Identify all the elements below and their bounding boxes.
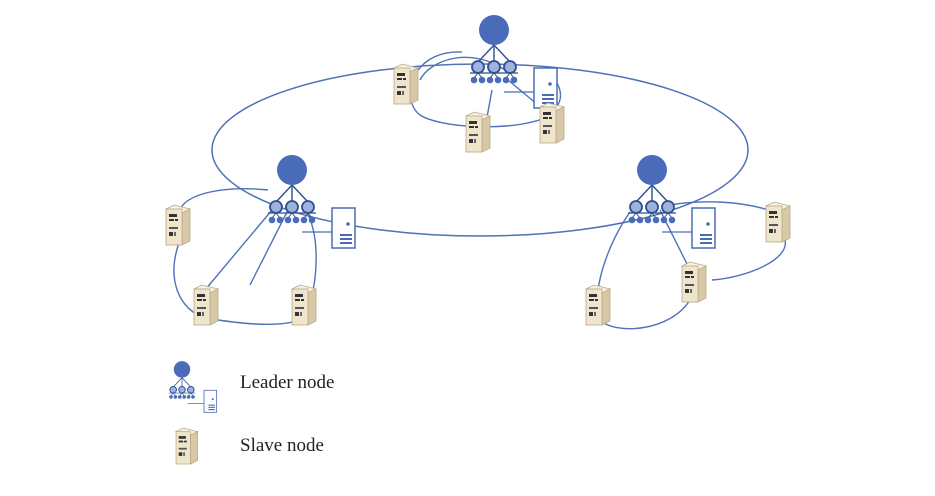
legend: [168, 360, 218, 465]
slave-node-left-1: [165, 204, 191, 246]
leader-node-icon: [168, 360, 218, 413]
slave-node-icon: [175, 427, 199, 465]
slave-node-right-2: [681, 261, 707, 303]
leader-node-top: [469, 14, 558, 109]
legend-slave-label: Slave node: [240, 435, 324, 456]
slave-node-top-3: [539, 102, 565, 144]
slave-node-right-1: [585, 284, 611, 326]
slave-node-top-1: [393, 63, 419, 105]
slave-node-right-3: [765, 201, 791, 243]
slave-node-top-2: [465, 111, 491, 153]
legend-leader-label: Leader node: [240, 372, 335, 393]
slave-node-left-2: [193, 284, 219, 326]
slave-node-left-3: [291, 284, 317, 326]
leader-node-left: [267, 154, 356, 249]
